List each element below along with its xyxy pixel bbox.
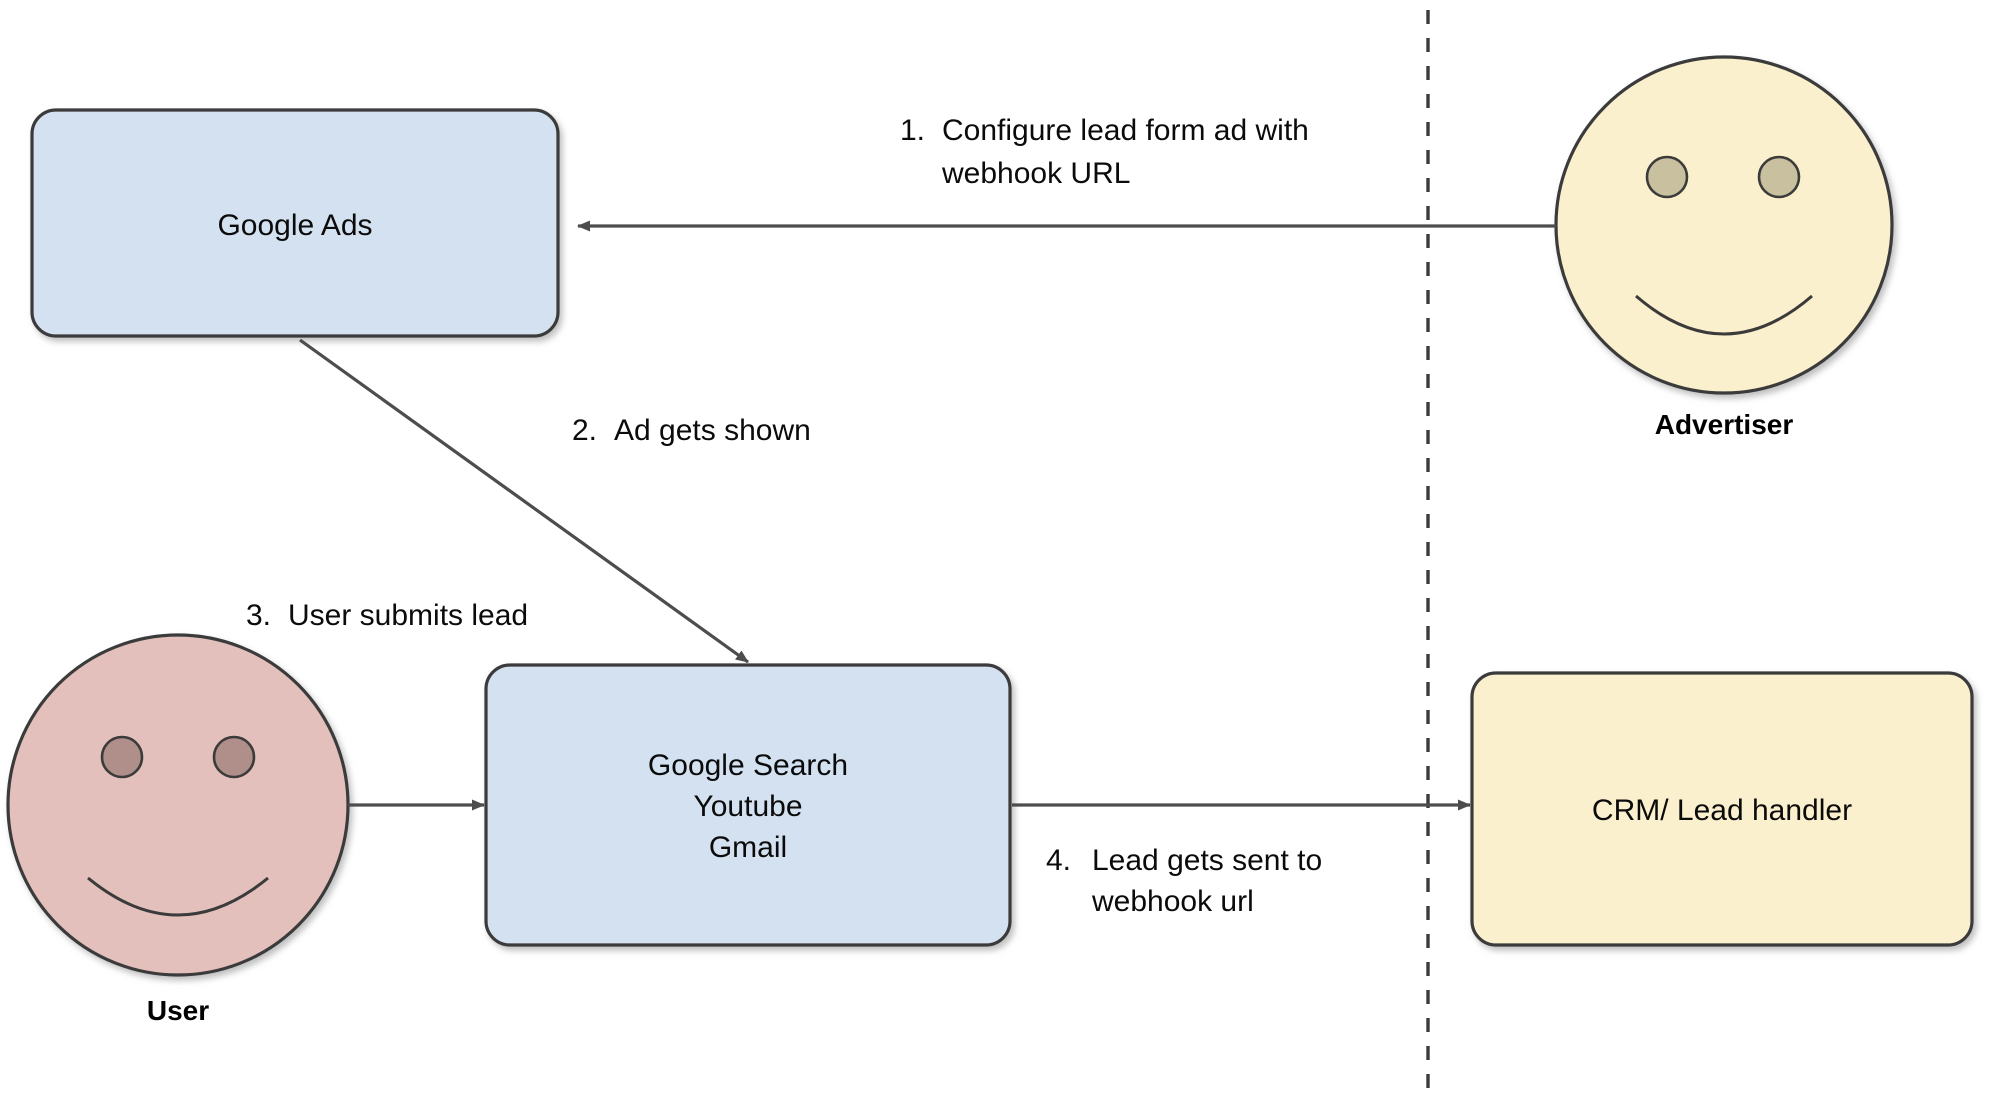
edge-3-text-line-1: User submits lead <box>288 599 528 632</box>
edge-2-arrow <box>299 338 749 664</box>
user-right-eye-icon <box>212 735 256 779</box>
google-surfaces-line-3: Gmail <box>709 831 787 864</box>
advertiser-right-eye-icon <box>1757 155 1801 199</box>
edge-step-1: 1. Configure lead form ad with webhook U… <box>577 114 1556 232</box>
edge-2-text-line-1: Ad gets shown <box>614 414 811 447</box>
user-face-circle[interactable] <box>6 633 350 977</box>
edge-step-4: 4. Lead gets sent to webhook url <box>1012 799 1471 918</box>
crm-box[interactable] <box>1470 671 1974 947</box>
edge-1-text-line-2: webhook URL <box>941 157 1130 190</box>
crm-label: CRM/ Lead handler <box>1592 794 1852 827</box>
edge-step-2: 2. Ad gets shown <box>299 338 811 664</box>
node-google-surfaces[interactable]: Google Search Youtube Gmail <box>484 663 1012 947</box>
node-crm[interactable]: CRM/ Lead handler <box>1470 671 1974 947</box>
edge-4-text-line-2: webhook url <box>1091 885 1254 918</box>
actor-user[interactable]: User <box>6 633 350 1026</box>
google-surfaces-line-1: Google Search <box>648 749 848 782</box>
advertiser-left-eye-icon <box>1645 155 1689 199</box>
advertiser-smile-icon <box>1635 294 1813 336</box>
edge-4-number: 4. <box>1046 844 1071 877</box>
user-smile-icon <box>87 876 269 917</box>
google-ads-label: Google Ads <box>217 209 372 242</box>
edge-1-number: 1. <box>900 114 925 147</box>
edge-1-text-line-1: Configure lead form ad with <box>942 114 1309 147</box>
user-left-eye-icon <box>100 735 144 779</box>
edge-4-text-line-1: Lead gets sent to <box>1092 844 1322 877</box>
actor-advertiser[interactable]: Advertiser <box>1554 55 1894 440</box>
google-surfaces-box[interactable] <box>484 663 1012 947</box>
advertiser-caption: Advertiser <box>1655 409 1794 440</box>
edge-step-3: 3. User submits lead <box>246 599 528 811</box>
user-caption: User <box>147 995 209 1026</box>
google-ads-box[interactable] <box>30 108 560 338</box>
advertiser-face-circle[interactable] <box>1554 55 1894 395</box>
edge-3-number: 3. <box>246 599 271 632</box>
google-surfaces-line-2: Youtube <box>693 790 802 823</box>
node-google-ads[interactable]: Google Ads <box>30 108 560 338</box>
edge-2-number: 2. <box>572 414 597 447</box>
